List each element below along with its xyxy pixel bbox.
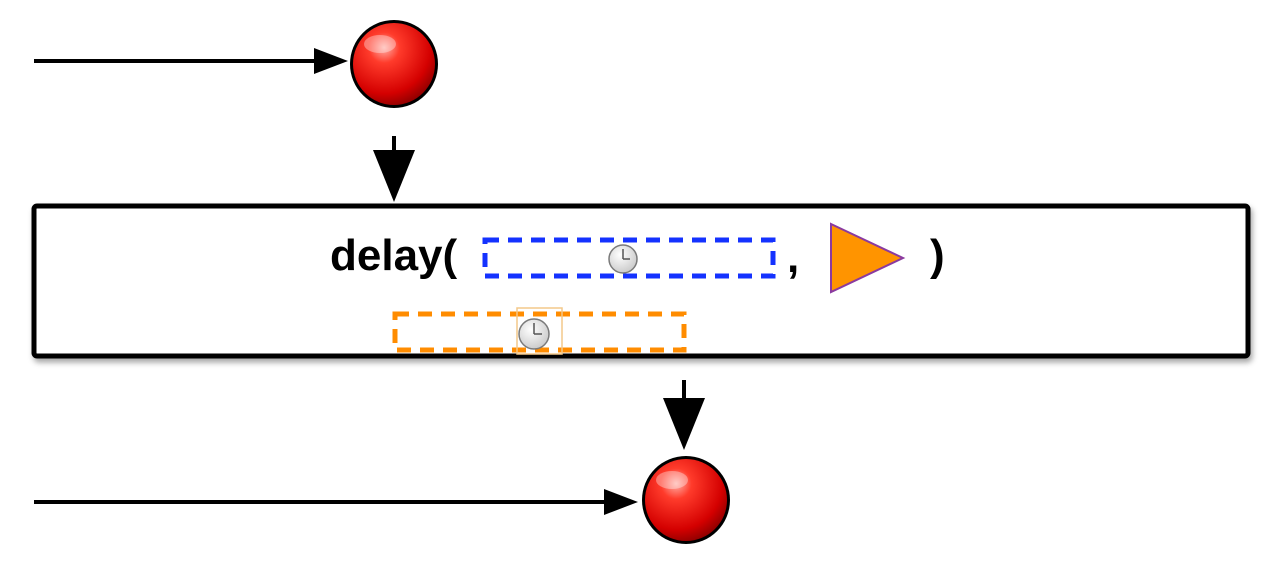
result-arrowhead-icon [604,489,638,515]
source-marble-icon [350,20,438,108]
argument-separator: , [787,233,799,282]
input-connector [373,136,415,202]
operator-box [31,203,1251,359]
clock-icon [608,244,638,274]
operator-name: delay( [330,231,458,280]
source-arrowhead-icon [314,48,348,74]
delay-box [392,307,687,355]
source-timeline [34,48,348,74]
duration-box [482,237,776,279]
down-arrow-icon [373,150,415,202]
down-arrow-icon [663,398,705,450]
operator-close-paren: ) [930,231,945,280]
clock-icon [518,318,550,350]
output-connector [663,380,705,450]
result-marble-icon [642,456,730,544]
result-timeline [34,489,638,515]
scheduler-play-icon [830,222,906,294]
